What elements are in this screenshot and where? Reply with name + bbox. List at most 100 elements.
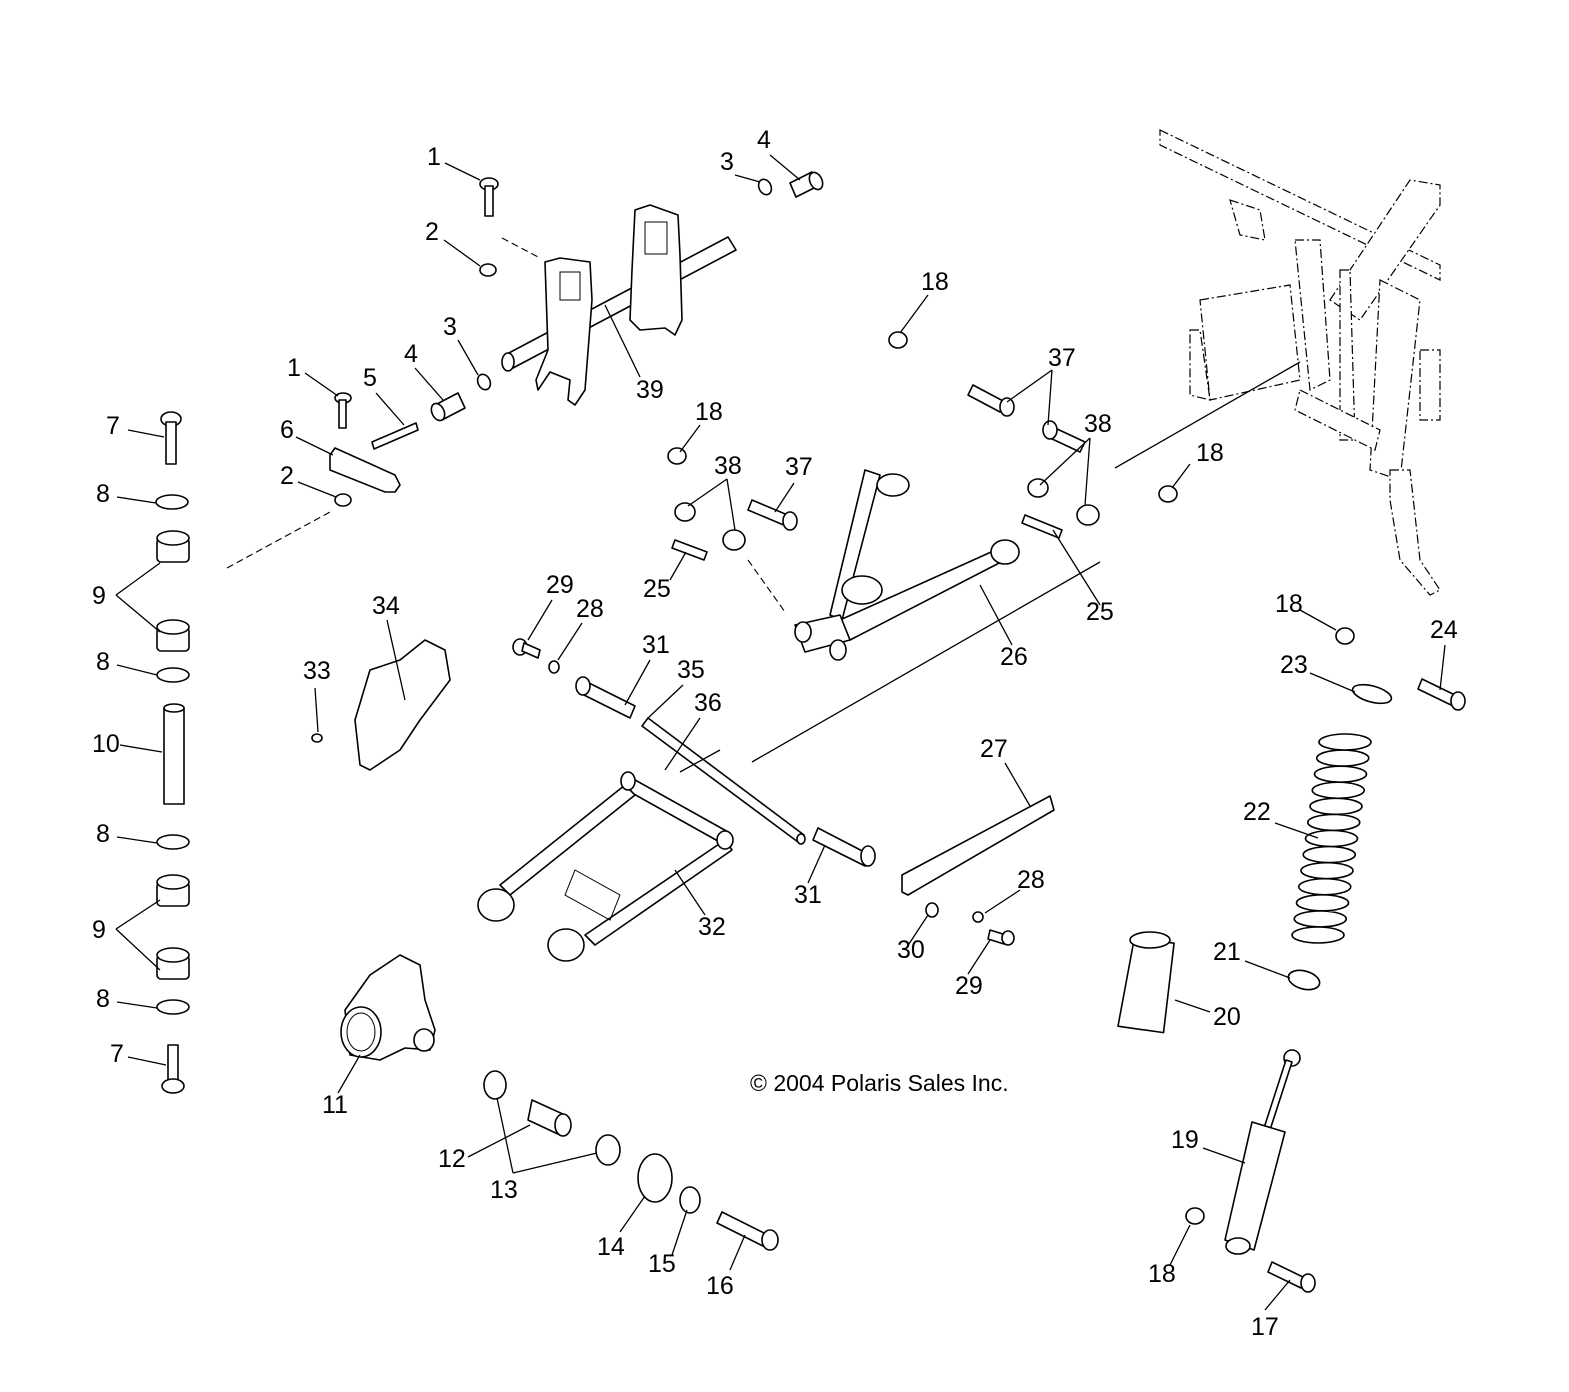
callout-7: 7 xyxy=(106,412,120,440)
leader-lines xyxy=(115,154,1446,1311)
callout-29: 29 xyxy=(955,972,983,1000)
bolt-1-top xyxy=(479,177,499,217)
leader-line-25 xyxy=(669,551,687,581)
washer-8-a xyxy=(155,494,189,510)
leader-line-31 xyxy=(624,659,651,706)
spring-seat-21 xyxy=(1287,969,1321,991)
leader-line-7 xyxy=(127,429,165,438)
bushing-9-a2 xyxy=(156,619,190,652)
washer-28-a xyxy=(548,660,560,674)
leader-line-6 xyxy=(295,436,334,456)
nut-2-lower xyxy=(334,493,352,507)
leader-line-8 xyxy=(116,496,157,504)
leader-line-7 xyxy=(127,1056,167,1066)
bushing-12 xyxy=(527,1099,572,1137)
guide-line xyxy=(679,749,721,773)
washer-28-b xyxy=(972,911,984,923)
guide-line xyxy=(226,511,331,569)
leader-line-37 xyxy=(1006,369,1053,403)
callout-22: 22 xyxy=(1243,798,1271,826)
callout-10: 10 xyxy=(92,730,120,758)
callout-7: 7 xyxy=(110,1040,124,1068)
callout-26: 26 xyxy=(1000,643,1028,671)
bolt-24 xyxy=(1417,678,1466,711)
shaft-35 xyxy=(641,717,806,845)
leader-line-35 xyxy=(647,684,684,719)
leader-line-30 xyxy=(904,914,929,951)
callout-35: 35 xyxy=(677,656,705,684)
callout-28: 28 xyxy=(1017,866,1045,894)
bushing-9-b2 xyxy=(156,947,190,980)
leader-line-18 xyxy=(679,424,701,453)
bolt-37-c xyxy=(747,499,798,531)
leader-line-37 xyxy=(1047,369,1053,426)
callout-4: 4 xyxy=(757,126,771,154)
bolt-37-a xyxy=(967,384,1015,417)
leader-line-31 xyxy=(807,844,826,884)
guide-line xyxy=(747,559,786,613)
leader-line-14 xyxy=(619,1195,646,1233)
callout-25: 25 xyxy=(643,575,671,603)
bushing-9-a1 xyxy=(156,530,190,563)
bushing-38-d xyxy=(1076,504,1100,526)
leader-line-24 xyxy=(1439,644,1446,691)
leader-line-37 xyxy=(774,482,795,513)
nut-18-a xyxy=(888,331,908,349)
callout-27: 27 xyxy=(980,735,1008,763)
leader-line-29 xyxy=(527,599,553,641)
nut-2-top xyxy=(479,263,497,277)
nut-18-b xyxy=(667,447,687,465)
bushing-38-b xyxy=(722,529,746,551)
leader-line-34 xyxy=(386,619,406,701)
callout-30: 30 xyxy=(897,936,925,964)
callout-14: 14 xyxy=(597,1233,625,1261)
callout-36: 36 xyxy=(694,689,722,717)
callout-1: 1 xyxy=(427,143,441,171)
oring-3-lower xyxy=(476,373,492,391)
leader-line-38 xyxy=(687,478,728,507)
bushing-38-c xyxy=(1027,478,1049,498)
bolt-29-a xyxy=(512,638,541,659)
leader-line-19 xyxy=(1202,1147,1246,1164)
strap-bracket-27 xyxy=(901,795,1055,896)
leader-line-25 xyxy=(1052,529,1101,606)
leader-line-21 xyxy=(1244,960,1291,979)
callout-15: 15 xyxy=(648,1250,676,1278)
leader-line-18 xyxy=(1171,463,1191,489)
callout-16: 16 xyxy=(706,1272,734,1300)
upper-a-arm-26 xyxy=(794,469,1020,661)
callout-8: 8 xyxy=(96,480,110,508)
washer-8-d xyxy=(156,999,190,1015)
callout-9: 9 xyxy=(92,916,106,944)
coil-spring-22 xyxy=(1291,733,1372,944)
callout-9: 9 xyxy=(92,582,106,610)
bushing-cap-13-b xyxy=(595,1134,621,1166)
leader-line-2 xyxy=(443,239,481,267)
callout-19: 19 xyxy=(1171,1126,1199,1154)
leader-line-12 xyxy=(467,1124,531,1158)
leader-line-18 xyxy=(899,294,929,334)
leader-line-8 xyxy=(116,664,158,676)
spacer-10 xyxy=(163,703,185,805)
pivot-tube-25-b xyxy=(1021,514,1063,539)
leader-line-10 xyxy=(119,744,163,753)
callout-8: 8 xyxy=(96,820,110,848)
leader-line-36 xyxy=(664,717,701,771)
pivot-tube-25-a xyxy=(671,539,708,561)
leader-line-4 xyxy=(414,367,444,401)
callout-2: 2 xyxy=(425,218,439,246)
leader-line-20 xyxy=(1174,999,1211,1013)
retainer-23 xyxy=(1351,683,1393,705)
leader-line-26 xyxy=(979,584,1013,646)
bolt-37-b xyxy=(1042,420,1086,453)
bolt-17 xyxy=(1267,1261,1316,1293)
callout-20: 20 xyxy=(1213,1003,1241,1031)
oring-3-top xyxy=(757,178,773,196)
leader-line-18 xyxy=(1299,609,1337,631)
leader-line-4 xyxy=(769,154,801,181)
leader-line-13 xyxy=(496,1097,514,1174)
leader-line-15 xyxy=(671,1209,688,1256)
bearing-carrier-11 xyxy=(340,954,436,1061)
callout-18: 18 xyxy=(1148,1260,1176,1288)
